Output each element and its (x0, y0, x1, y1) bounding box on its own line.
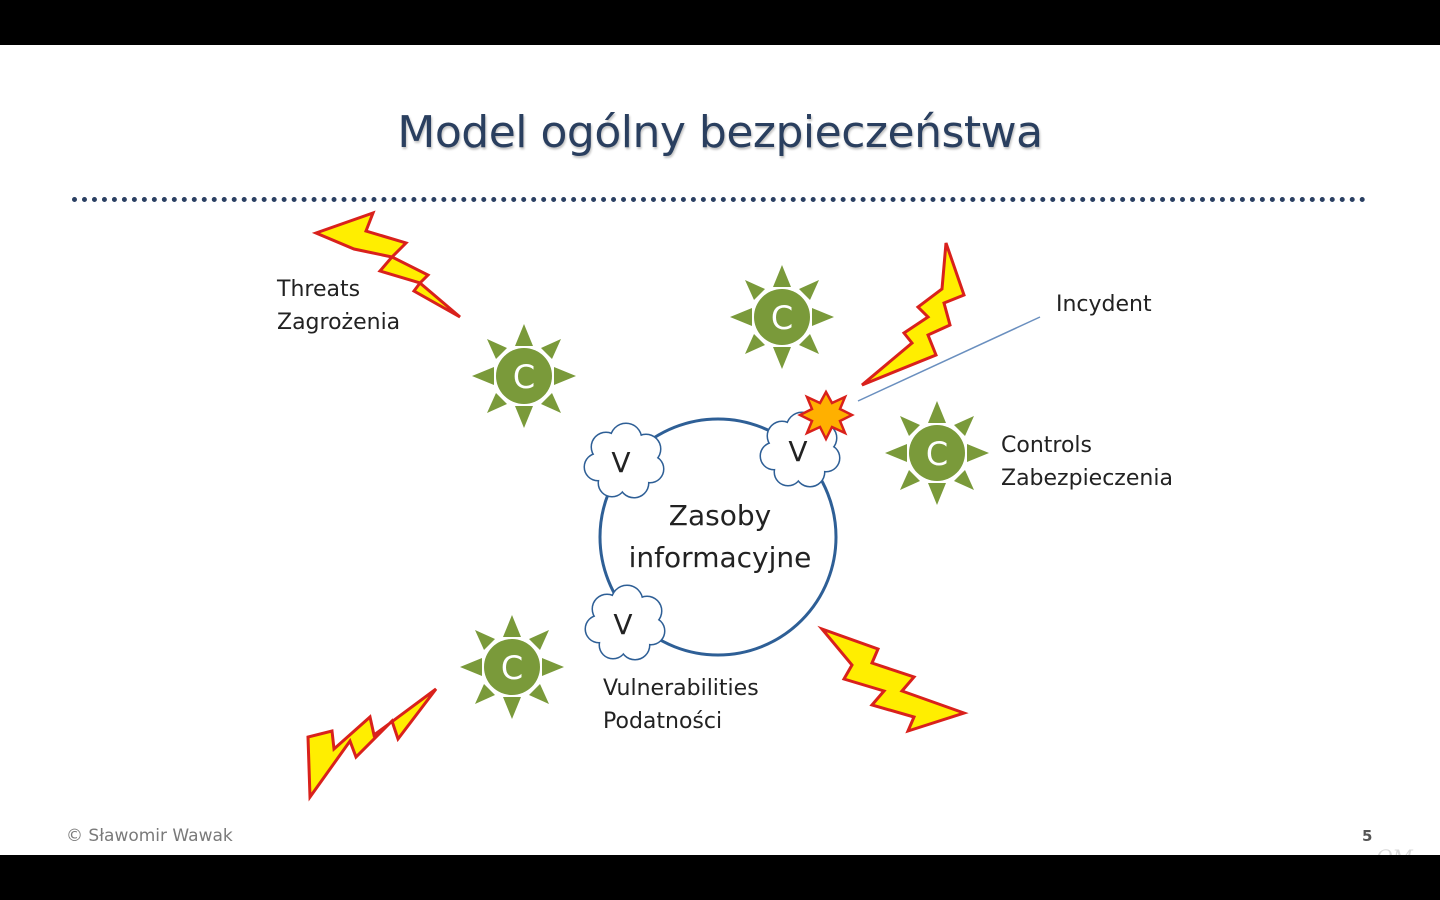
incident-leader-line (857, 316, 1041, 402)
threat-lightning-top-right (861, 242, 966, 387)
threat-lightning-top-left (311, 210, 461, 319)
control-symbol: C (926, 435, 948, 473)
threats-label-en: Threats (277, 277, 361, 302)
controls-label: Controls Zabezpieczenia (1001, 429, 1173, 495)
vulnerability-symbol: V (788, 435, 807, 468)
title-divider (72, 197, 1366, 202)
controls-label-en: Controls (1001, 433, 1092, 458)
control-sun-lower-left: C (460, 615, 564, 719)
vulnerabilities-label-pl: Podatności (603, 709, 723, 734)
assets-label-line1: Zasoby (669, 499, 771, 532)
control-sun-top: C (730, 265, 834, 369)
control-sun-upper-left: C (472, 324, 576, 428)
incident-burst (797, 389, 855, 442)
control-sun-right: C (885, 401, 989, 505)
letterbox-bottom (0, 855, 1440, 900)
vulnerability-cloud-top-left: V (583, 422, 665, 499)
slide-title: Model ogólny bezpieczeństwa (397, 107, 1043, 158)
control-symbol: C (771, 299, 793, 337)
vulnerability-symbol: V (611, 446, 630, 479)
vulnerabilities-label-en: Vulnerabilities (603, 676, 759, 701)
control-symbol: C (513, 358, 535, 396)
threat-lightning-bottom-right (817, 625, 969, 734)
assets-label-line2: informacyjne (629, 541, 812, 574)
vulnerabilities-label: Vulnerabilities Podatności (603, 672, 759, 738)
control-symbol: C (501, 649, 523, 687)
controls-label-pl: Zabezpieczenia (1001, 466, 1173, 491)
slide: Model ogólny bezpieczeństwa (0, 45, 1440, 855)
incident-label: Incydent (1056, 292, 1152, 317)
copyright-footer: © Sławomir Wawak (66, 826, 233, 846)
qm-watermark-logo: QM (1376, 845, 1413, 855)
threats-label-pl: Zagrożenia (277, 310, 401, 335)
threats-label: Threats Zagrożenia (277, 273, 400, 339)
security-model-diagram: Zasoby informacyjne V V V C C (306, 210, 1041, 802)
vulnerability-symbol: V (613, 608, 632, 641)
threat-lightning-bottom-left (306, 687, 438, 802)
vulnerability-cloud-top-right: V (759, 411, 841, 488)
vulnerability-cloud-bottom-left: V (584, 584, 666, 661)
page-number: 5 (1362, 827, 1373, 845)
letterbox-top (0, 0, 1440, 45)
